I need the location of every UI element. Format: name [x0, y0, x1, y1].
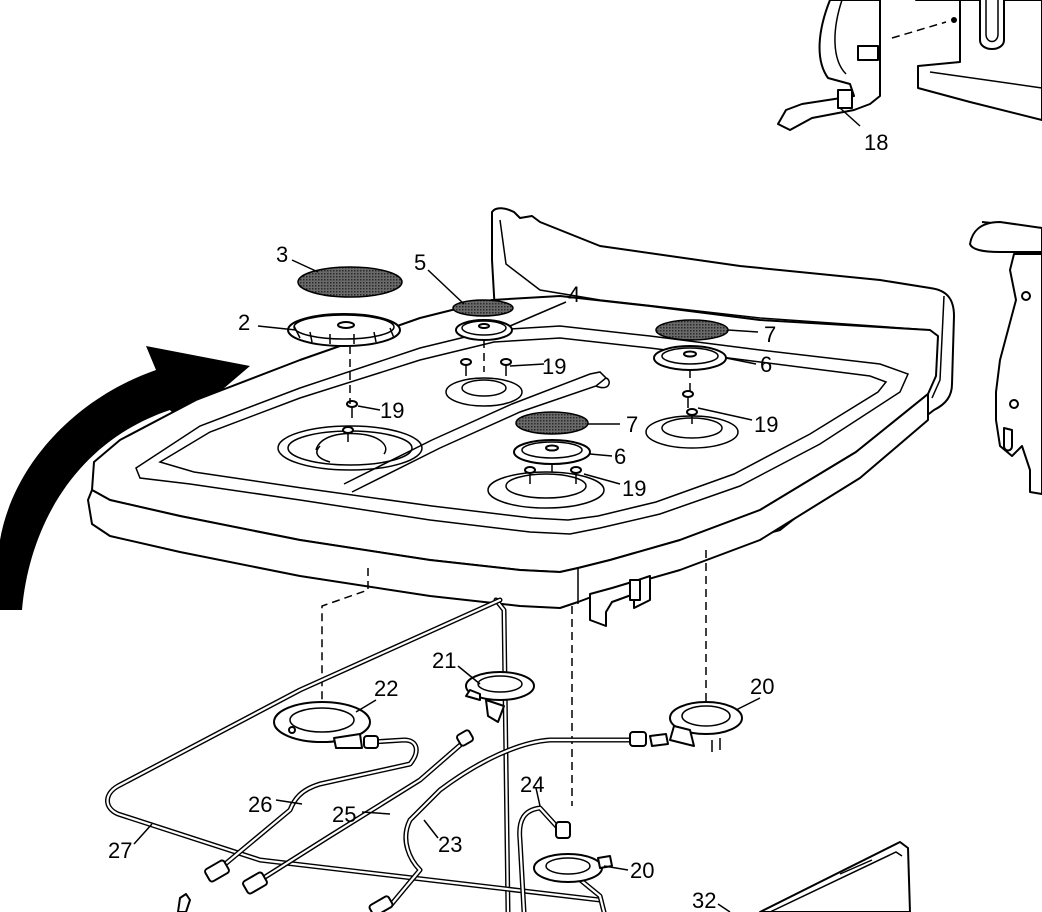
callout-6-rear: 6	[760, 352, 772, 377]
callout-19-right: 19	[754, 412, 778, 437]
assembly-guide-lines-top	[349, 340, 691, 474]
burner-head-2	[287, 313, 401, 347]
burner-cap-7-front	[515, 411, 589, 435]
callout-5: 5	[414, 250, 426, 275]
callout-2: 2	[238, 310, 250, 335]
callout-25: 25	[332, 802, 356, 827]
callout-4: 4	[568, 282, 580, 307]
callout-labels: 18 3 5 4 2 7 6 19 19 19 7 6 19 21 22 20 …	[108, 130, 888, 912]
callout-23: 23	[438, 832, 462, 857]
side-bracket-part	[777, 0, 881, 131]
callout-3: 3	[276, 242, 288, 267]
callout-19-front: 19	[622, 476, 646, 501]
callout-27: 27	[108, 838, 132, 863]
callout-18: 18	[864, 130, 888, 155]
cooktop-part	[87, 207, 955, 627]
callout-24: 24	[520, 772, 544, 797]
rear-panel-part	[915, 0, 1042, 121]
callout-6-front: 6	[614, 444, 626, 469]
callout-7-front: 7	[626, 412, 638, 437]
callout-21: 21	[432, 648, 456, 673]
burner-head-4	[455, 319, 513, 341]
gas-tubing	[105, 597, 639, 912]
callout-19-left: 19	[380, 398, 404, 423]
burner-head-6-front	[513, 439, 591, 465]
callout-20-right: 20	[750, 674, 774, 699]
small-clip-part	[177, 893, 191, 912]
tube-fittings	[204, 729, 647, 912]
callout-32: 32	[692, 888, 716, 912]
right-side-panel-part	[969, 221, 1042, 495]
burner-cap-5	[452, 299, 514, 317]
screws-19	[342, 358, 698, 484]
leader-lines	[133, 107, 861, 912]
callout-20-front: 20	[630, 858, 654, 883]
burner-base-20-front	[533, 853, 613, 883]
callout-26: 26	[248, 792, 272, 817]
burner-base-21	[465, 671, 535, 723]
guide-line-18	[891, 21, 947, 39]
burner-cap-7-rear	[655, 319, 729, 341]
callout-19-rear-center: 19	[542, 354, 566, 379]
lower-front-panel-32	[759, 841, 911, 912]
burner-cap-3	[297, 266, 403, 298]
callout-22: 22	[374, 676, 398, 701]
burner-base-22	[273, 701, 371, 749]
assembly-guide-lines-bottom	[321, 550, 707, 806]
burner-head-6-rear	[653, 345, 727, 371]
callout-7-rear: 7	[764, 322, 776, 347]
burner-base-20-right	[649, 701, 743, 752]
